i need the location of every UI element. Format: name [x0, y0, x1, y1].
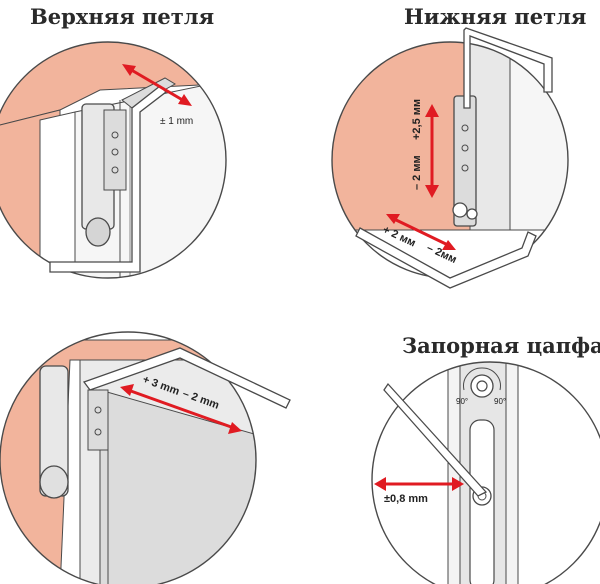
- bottom-hinge-title: Нижняя петля: [404, 4, 587, 29]
- locking-pin-diagram: 90° 90° ±0,8 mm: [371, 361, 600, 584]
- hex-key: [383, 382, 488, 497]
- svg-text:±0,8 mm: ±0,8 mm: [384, 493, 428, 505]
- window-frame: [332, 42, 471, 231]
- top-hinge-diagram: ± 1 mm: [0, 41, 227, 279]
- corner-hinge-diagram: + 3 mm – 2 mm: [0, 331, 291, 584]
- adjust-arrow: [374, 477, 464, 491]
- bottom-hinge-diagram: +2,5 мм – 2 мм + 2 мм – 2мм: [331, 27, 569, 289]
- adjust-arrow: [120, 384, 242, 434]
- adjust-arrow: [122, 64, 192, 106]
- top-hinge-title: Верхняя петля: [30, 4, 215, 29]
- svg-text:+2,5 мм: +2,5 мм: [411, 99, 423, 140]
- vertical-adjust-arrow: [425, 104, 439, 198]
- hex-key-bottom: [355, 227, 537, 289]
- top-hinge-adjust-label: ± 1 mm: [160, 116, 193, 127]
- svg-text:90°: 90°: [456, 397, 468, 406]
- hex-key: [49, 85, 167, 273]
- locking-pin-title: Запорная цапфа: [402, 333, 600, 358]
- horizontal-adjust-arrow: [386, 214, 456, 250]
- hex-key: [82, 347, 291, 409]
- svg-text:– 2 мм: – 2 мм: [411, 155, 423, 190]
- hex-key: [463, 27, 553, 109]
- svg-text:90°: 90°: [494, 397, 506, 406]
